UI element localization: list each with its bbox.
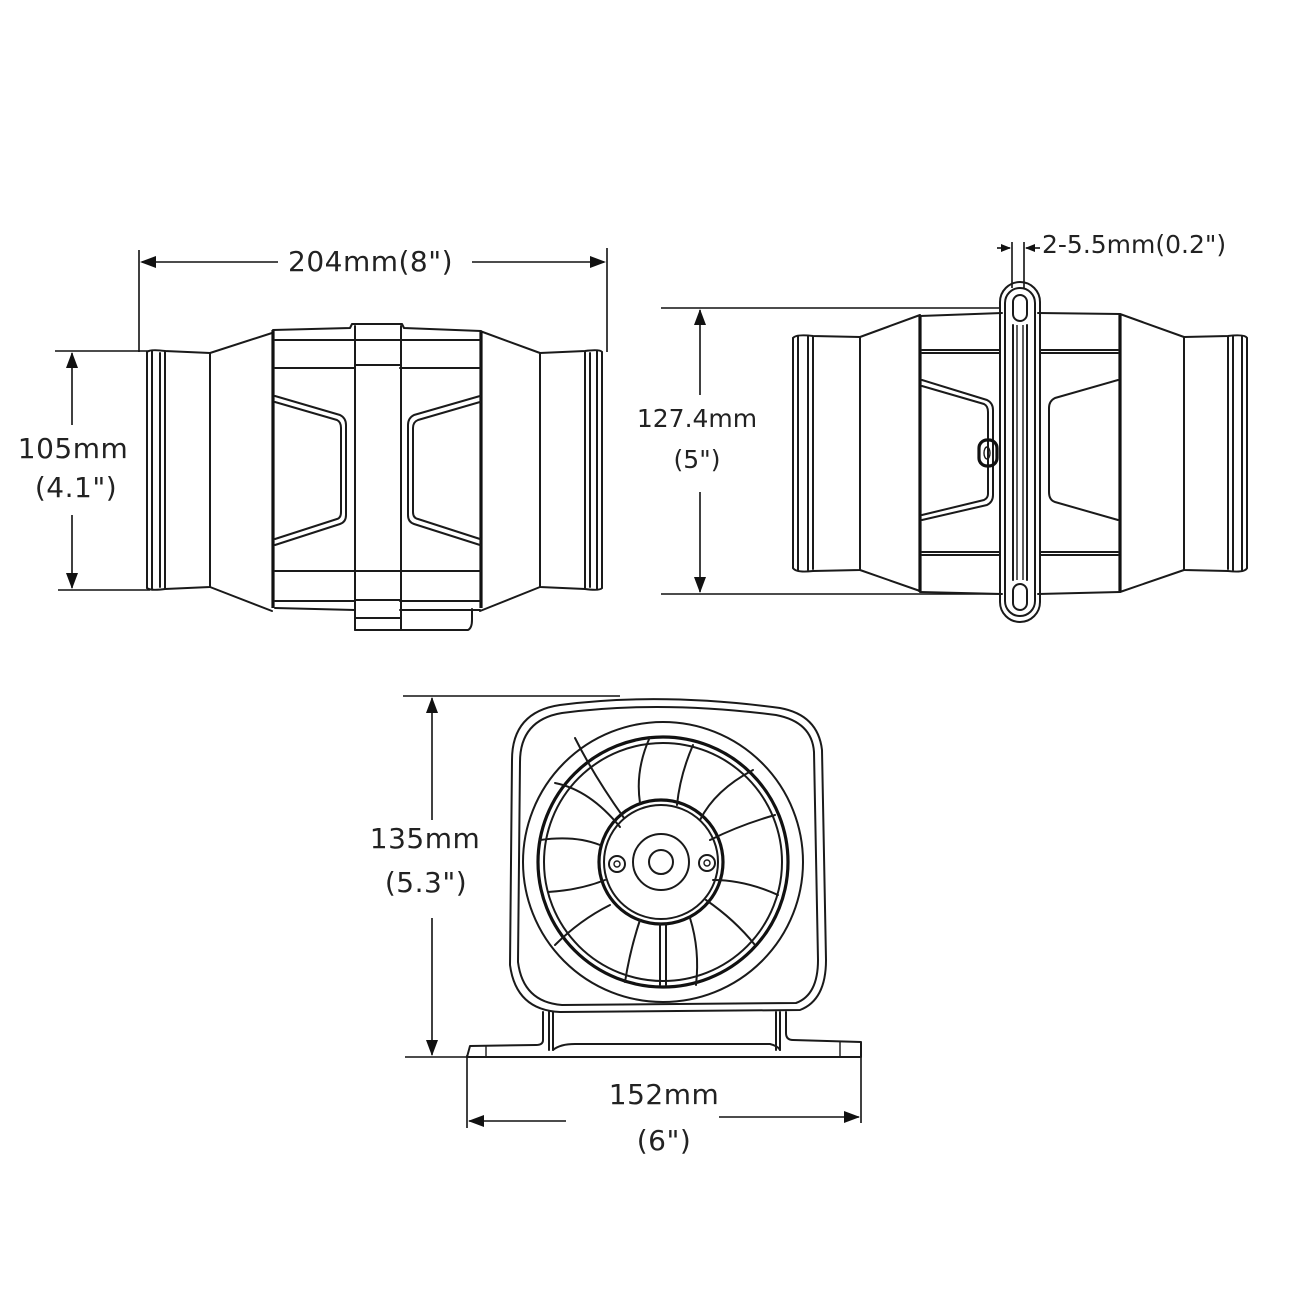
side-view-left	[55, 248, 608, 631]
base-width-label-imperial: (6")	[628, 1124, 700, 1158]
length-dimension-line	[138, 248, 608, 352]
total-height-dimension-line	[403, 695, 620, 1058]
mount-height-label-metric: 127.4mm	[634, 404, 760, 434]
diameter-dimension-line	[55, 350, 150, 591]
front-view	[403, 695, 862, 1128]
slot-width-dimension-line	[997, 242, 1040, 288]
diameter-label-imperial: (4.1")	[26, 471, 126, 505]
length-label: 204mm(8")	[288, 245, 454, 279]
slot-width-label: 2-5.5mm(0.2")	[1042, 230, 1227, 260]
total-height-label-imperial: (5.3")	[376, 866, 476, 900]
fan-housing	[271, 323, 483, 631]
mount-height-dimension-line	[661, 307, 1000, 595]
total-height-label-metric: 135mm	[358, 822, 492, 856]
fan-blades	[539, 736, 779, 986]
base-width-label-metric: 152mm	[596, 1078, 732, 1112]
side-view-right	[661, 242, 1248, 623]
diameter-label-metric: 105mm	[14, 432, 132, 466]
mount-height-label-imperial: (5")	[664, 445, 730, 475]
mounting-bracket	[999, 281, 1041, 623]
base-width-dimension-line	[466, 1048, 862, 1128]
